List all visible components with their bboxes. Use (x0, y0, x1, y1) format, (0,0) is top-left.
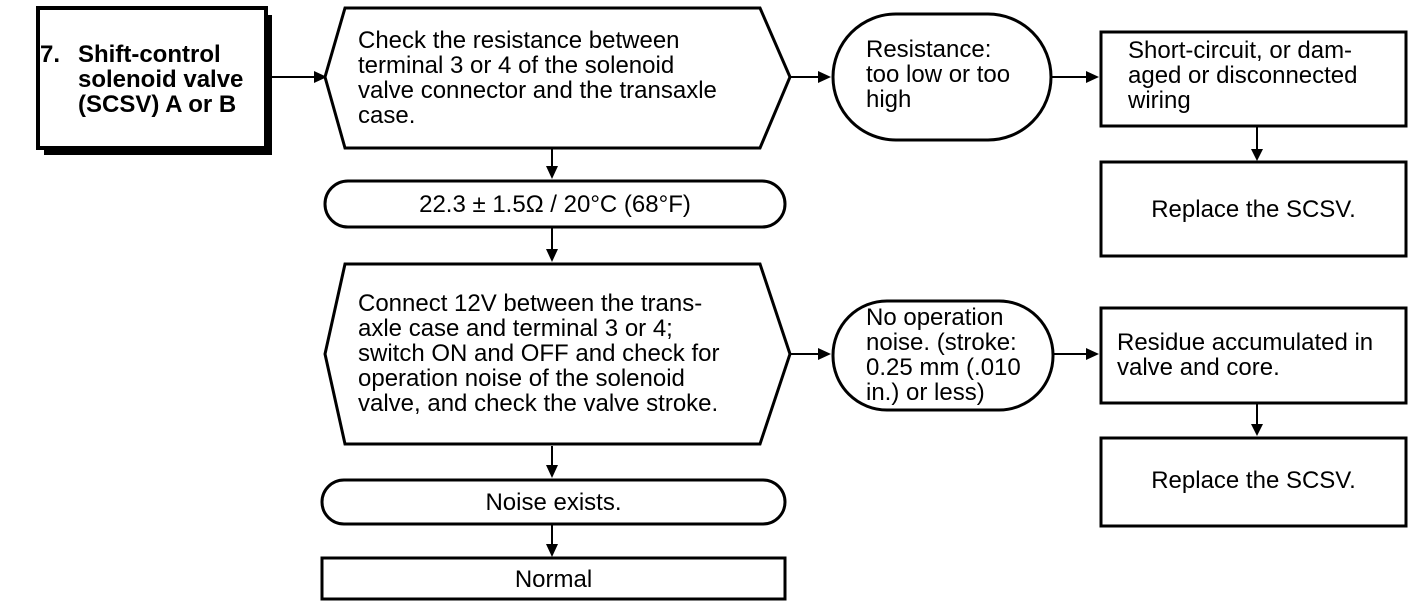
connectors (268, 71, 1263, 557)
no-noise-text: No operation noise. (stroke: 0.25 mm (.0… (866, 304, 1021, 406)
check-resistance-hexagon (323, 6, 792, 150)
replace-text-2: Replace the SCSV. (1151, 467, 1356, 494)
resistance-ok-text: 22.3 ± 1.5Ω / 20°C (68°F) (419, 191, 691, 218)
connect-12v-hexagon (323, 262, 792, 446)
wiring-fault-box (1099, 30, 1408, 128)
title-number: 7. (40, 41, 61, 68)
resistance-ok-terminal (323, 179, 787, 229)
title-text: Shift-control solenoid valve (SCSV) A or… (78, 41, 244, 118)
bad-resistance-text: Resistance: too low or too high (866, 36, 1011, 113)
bad-resistance-terminal (831, 12, 1053, 142)
normal-box (320, 556, 787, 601)
replace-box-2 (1099, 436, 1408, 528)
residue-text: Residue accumulated in valve and core. (1117, 329, 1374, 381)
title-box (36, 6, 268, 150)
noise-exists-terminal (320, 478, 787, 526)
normal-text: Normal (514, 566, 593, 593)
connect-12v-text: Connect 12V between the trans- axle case… (358, 290, 720, 417)
no-noise-terminal (831, 299, 1055, 412)
residue-box (1099, 306, 1408, 405)
wiring-fault-text: Short-circuit, or dam- aged or disconnec… (1128, 37, 1358, 114)
noise-exists-text: Noise exists. (485, 489, 622, 516)
replace-box-1 (1099, 160, 1408, 258)
check-resistance-text: Check the resistance between terminal 3 … (358, 27, 717, 129)
replace-text-1: Replace the SCSV. (1151, 196, 1356, 223)
